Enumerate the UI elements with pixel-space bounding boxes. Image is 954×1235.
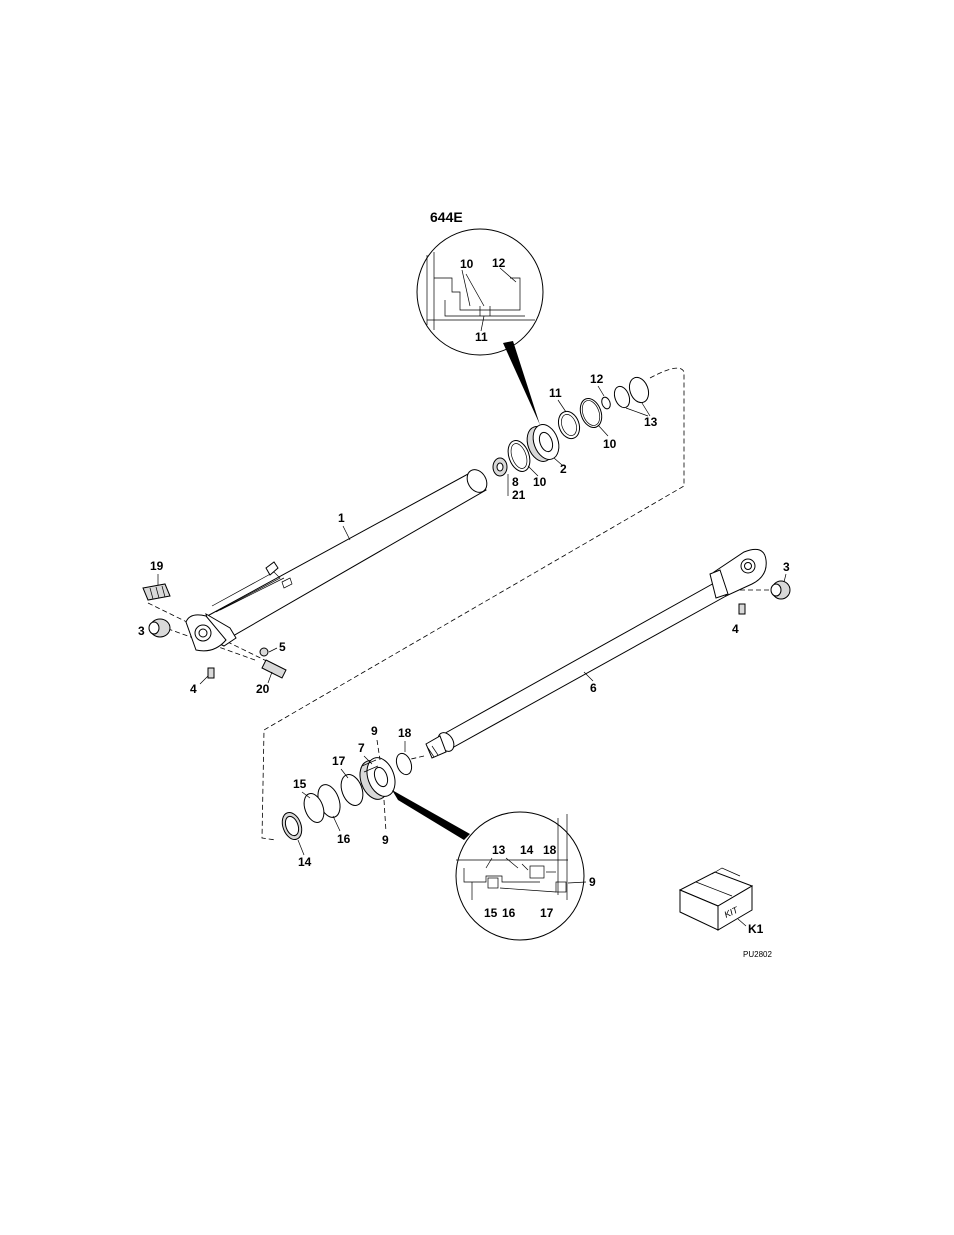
ring-12	[600, 396, 612, 410]
fitting-20	[262, 660, 286, 678]
pressure-valve-19	[143, 584, 170, 600]
callout-nut-8: 8	[512, 475, 519, 489]
callout-ring-15: 15	[293, 777, 307, 791]
callout-grease-fitting-right: 4	[732, 622, 739, 636]
callout-ring-14: 14	[298, 855, 312, 869]
ring-18	[394, 751, 415, 776]
detail-bottom-label-9: 9	[589, 875, 596, 889]
detail-bottom-label-18: 18	[543, 843, 557, 857]
detail-bottom-label-17: 17	[540, 906, 554, 920]
callout-ring-12: 12	[590, 372, 604, 386]
ring-14	[279, 810, 305, 842]
drawing-code: PU2802	[743, 950, 772, 959]
detail-top-label-12: 12	[492, 256, 506, 270]
detail-bottom-label-13: 13	[492, 843, 506, 857]
detail-pointer-top	[503, 341, 540, 425]
callout-ring-10-a: 10	[533, 475, 547, 489]
bushing-left	[149, 619, 170, 637]
callout-rod-6: 6	[590, 681, 597, 695]
callout-barrel: 1	[338, 511, 345, 525]
ring-11	[555, 408, 583, 441]
callout-ring-17: 17	[332, 754, 346, 768]
detail-top-label-11: 11	[475, 330, 488, 344]
callout-head-7: 7	[358, 741, 365, 755]
model-title: 644E	[430, 209, 463, 225]
cylinder-barrel	[186, 466, 491, 651]
cylinder-rod	[426, 549, 766, 758]
assembly-dashed-line	[262, 368, 684, 840]
grease-fitting-right	[739, 604, 745, 614]
detail-bottom-label-15: 15	[484, 906, 498, 920]
bushing-right	[771, 581, 790, 599]
detail-bottom-label-14: 14	[520, 843, 534, 857]
grease-fitting-left	[208, 668, 214, 678]
callout-ring-9-bottom: 9	[382, 833, 389, 847]
kit-box-icon: KIT	[680, 868, 752, 930]
callout-bushing-left: 3	[138, 624, 145, 638]
callout-ring-13: 13	[644, 415, 658, 429]
callout-ring-9-top: 9	[371, 724, 378, 738]
callout-ring-11: 11	[549, 386, 562, 400]
detail-pointer-bottom	[392, 790, 470, 840]
fitting-5	[260, 648, 268, 656]
detail-circle-head: 13 14 18 9 15 16 17	[456, 812, 596, 940]
callout-ring-18: 18	[398, 726, 412, 740]
callout-valve-19: 19	[150, 559, 164, 573]
callout-fitting-5: 5	[279, 640, 286, 654]
callout-fitting-20: 20	[256, 682, 270, 696]
ring-10-b	[576, 395, 605, 430]
callout-ring-16: 16	[337, 832, 351, 846]
detail-top-label-10: 10	[460, 257, 474, 271]
detail-bottom-label-16: 16	[502, 906, 516, 920]
callout-bushing-right: 3	[783, 560, 790, 574]
nut-8	[493, 458, 507, 476]
detail-circle-piston: 10 12 11	[417, 229, 543, 355]
ring-13	[612, 375, 652, 410]
callout-grease-fitting-left: 4	[190, 682, 197, 696]
callout-ring-10-b: 10	[603, 437, 617, 451]
callout-setscrew-21: 21	[512, 488, 526, 502]
kit-label: K1	[748, 922, 764, 936]
